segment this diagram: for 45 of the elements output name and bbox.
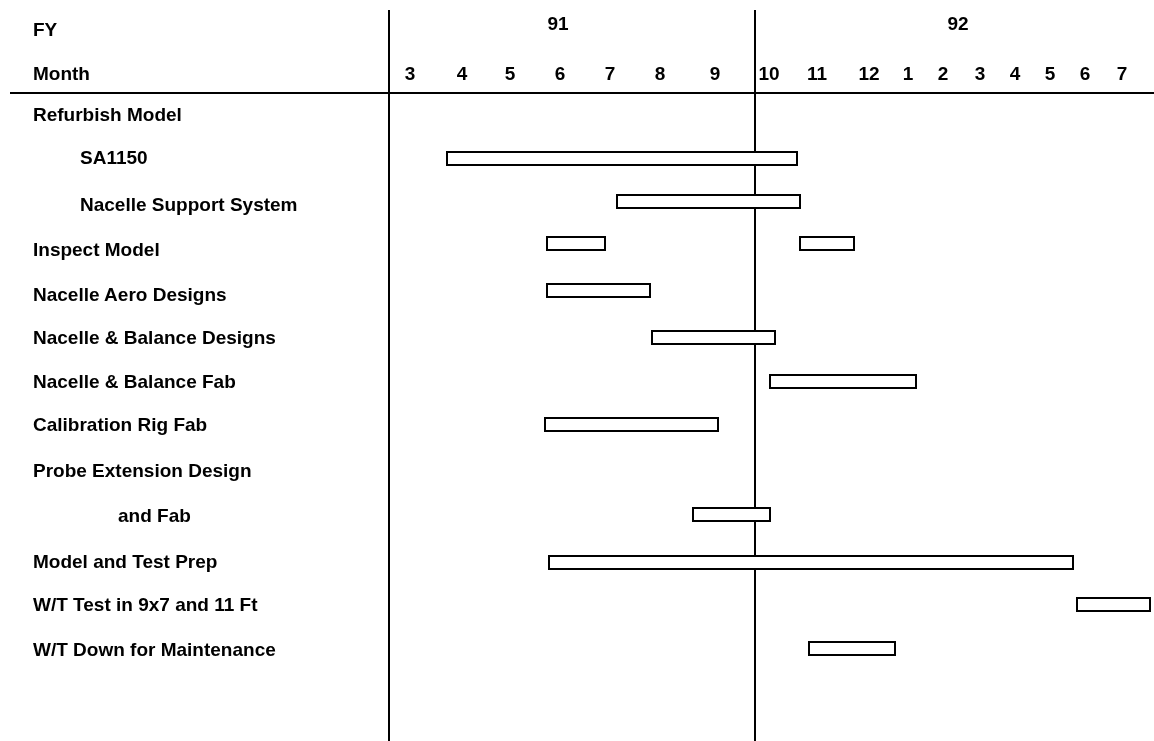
task-label: Nacelle Support System (80, 193, 298, 217)
schedule-bar (799, 236, 855, 251)
task-label: Nacelle & Balance Fab (33, 370, 236, 394)
schedule-bar (546, 236, 606, 251)
schedule-bar (1076, 597, 1151, 612)
month-label: 7 (1116, 62, 1128, 86)
schedule-bar (544, 417, 719, 432)
month-label: 6 (554, 62, 566, 86)
year-label: 92 (947, 12, 969, 36)
task-label: W/T Down for Maintenance (33, 638, 276, 662)
task-label: Nacelle & Balance Designs (33, 326, 276, 350)
task-label: SA1150 (80, 146, 148, 170)
month-label: 8 (654, 62, 666, 86)
schedule-bar (546, 283, 651, 298)
column-header: Month (33, 62, 90, 86)
column-header: FY (33, 18, 58, 42)
task-label: Inspect Model (33, 238, 160, 262)
schedule-bar (692, 507, 771, 522)
month-label: 12 (858, 62, 880, 86)
task-label: Model and Test Prep (33, 550, 218, 574)
month-label: 6 (1079, 62, 1091, 86)
year-label: 91 (547, 12, 569, 36)
task-label: W/T Test in 9x7 and 11 Ft (33, 593, 258, 617)
schedule-bar (548, 555, 1074, 570)
schedule-bar (616, 194, 801, 209)
month-label: 5 (504, 62, 516, 86)
month-label: 9 (709, 62, 721, 86)
month-label: 2 (937, 62, 949, 86)
month-label: 3 (404, 62, 416, 86)
task-label: Nacelle Aero Designs (33, 283, 227, 307)
month-label: 4 (1009, 62, 1021, 86)
schedule-bar (808, 641, 896, 656)
schedule-bar (446, 151, 798, 166)
month-label: 1 (902, 62, 914, 86)
month-label: 11 (806, 62, 828, 86)
task-label: Refurbish Model (33, 103, 182, 127)
schedule-bar (651, 330, 776, 345)
month-label: 7 (604, 62, 616, 86)
task-label: Calibration Rig Fab (33, 413, 208, 437)
month-label: 3 (974, 62, 986, 86)
month-label: 4 (456, 62, 468, 86)
schedule-bar (769, 374, 917, 389)
month-label: 10 (758, 62, 780, 86)
task-label: Probe Extension Design and Fab (33, 459, 253, 528)
month-label: 5 (1044, 62, 1056, 86)
